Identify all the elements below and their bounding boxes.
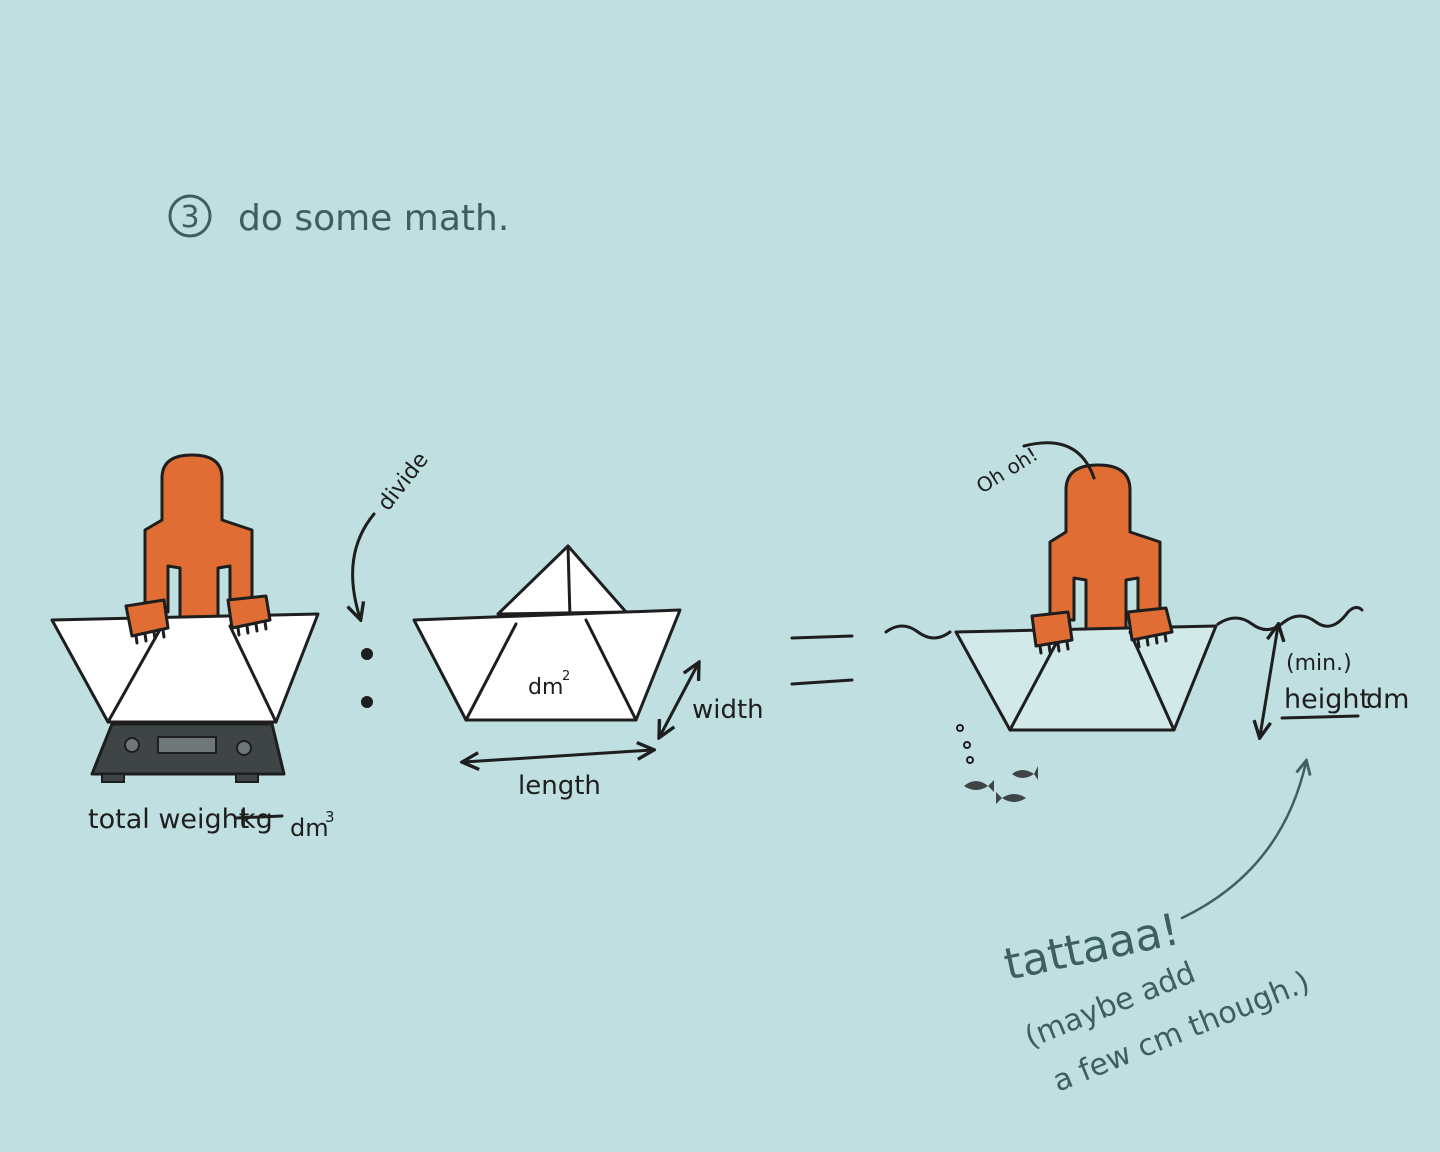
- tattaaa-arrow: [1180, 762, 1306, 920]
- divide-arrow: [353, 512, 376, 618]
- height-underline: [1280, 714, 1360, 720]
- divide-dot-bottom: [361, 696, 373, 708]
- bubbles: [956, 724, 974, 764]
- boat-in-water: Oh oh! (min.) height dm: [884, 441, 1409, 804]
- height-unit-label: dm: [1366, 684, 1409, 715]
- width-dimension: width: [660, 664, 764, 736]
- step-number: 3: [180, 200, 199, 235]
- person-figure-left: [143, 453, 254, 622]
- hand-right-1: [1030, 610, 1074, 648]
- height-arrow: [1260, 626, 1278, 736]
- hand-left-1: [124, 598, 170, 638]
- dm2-superscript: 2: [562, 669, 570, 684]
- oh-oh-pointer: [1022, 441, 1096, 480]
- paper-boat-middle: dm 2: [412, 544, 682, 722]
- result-annotation: tattaaa! (maybe add a few cm though.): [1000, 762, 1315, 1099]
- kg-struck-label: kg: [240, 804, 273, 835]
- width-arrow: [660, 664, 698, 736]
- divide-sign: divide: [353, 448, 434, 708]
- length-arrow: [464, 750, 652, 762]
- equals-sign: [790, 634, 854, 686]
- hand-right-2: [1126, 606, 1174, 642]
- dm3-label: dm: [290, 814, 329, 842]
- total-weight-label: total weight: [88, 804, 249, 835]
- step-number-circle: [168, 194, 212, 238]
- width-label: width: [692, 695, 764, 725]
- kg-strike-line: [234, 814, 284, 820]
- divide-dot-top: [361, 648, 373, 660]
- water-surface: [884, 605, 1364, 640]
- divide-label: divide: [373, 448, 434, 516]
- paper-boat-submerged: [954, 624, 1218, 732]
- oh-oh-label: Oh oh!: [972, 442, 1042, 498]
- hand-left-2: [226, 594, 272, 630]
- length-label: length: [518, 771, 601, 801]
- dm3-superscript: 3: [325, 808, 335, 826]
- length-dimension: length: [464, 750, 652, 801]
- step-header: 3 do some math.: [168, 194, 509, 239]
- height-label: height: [1284, 684, 1370, 715]
- person-figure-right: [1048, 463, 1162, 632]
- boat-on-scale: total weight kg dm 3: [50, 453, 335, 842]
- dm2-label: dm: [528, 675, 563, 700]
- paper-boat-left: [50, 612, 320, 724]
- min-label: (min.): [1286, 651, 1352, 676]
- kitchen-scale: [90, 722, 286, 783]
- fish-school: [964, 766, 1038, 804]
- step-title: do some math.: [238, 198, 509, 239]
